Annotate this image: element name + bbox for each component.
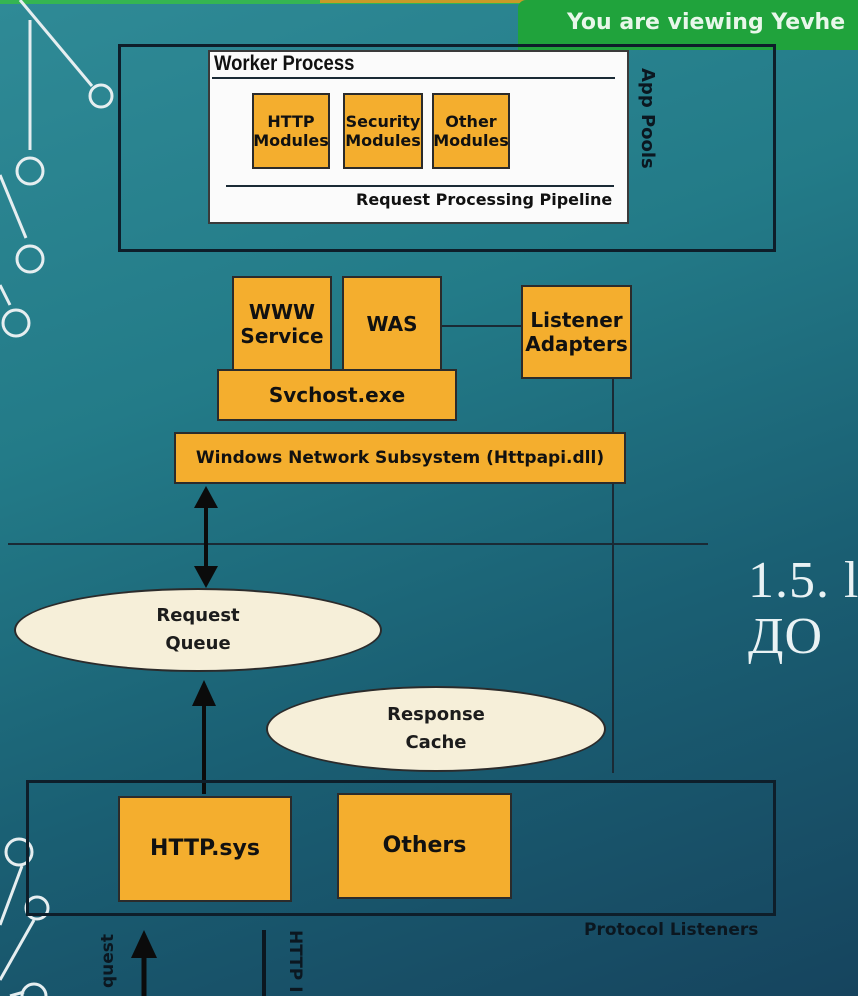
kernel-user-separator	[8, 543, 708, 545]
up-arrow	[192, 680, 216, 794]
adapters-vertical-line	[612, 379, 614, 773]
viewing-banner: You are viewing Yevhe	[518, 0, 858, 50]
worker-process-title: Worker Process	[214, 52, 355, 75]
pipeline-line	[226, 185, 614, 187]
svchost-box: Svchost.exe	[217, 369, 457, 421]
others-box: Others	[337, 793, 512, 899]
slide-title-fragment: 1.5. l ДО	[748, 552, 858, 665]
bottom-request-fragment: quest	[98, 934, 118, 989]
app-pools-frame	[118, 44, 776, 252]
listener-adapters-box: Listener Adapters	[521, 285, 632, 379]
worker-title-underline	[212, 77, 615, 79]
protocol-listeners-frame	[26, 780, 776, 916]
protocol-listeners-label: Protocol Listeners	[584, 920, 759, 940]
bottom-up-arrow	[131, 930, 157, 996]
pipeline-label: Request Processing Pipeline	[356, 190, 613, 209]
request-queue-ellipse: Request Queue	[14, 588, 382, 672]
response-cache-ellipse: Response Cache	[266, 686, 606, 772]
http-modules-box: HTTP Modules	[252, 93, 330, 169]
bottom-http-fragment: HTTP I	[285, 930, 305, 993]
other-modules-box: Other Modules	[432, 93, 510, 169]
network-subsystem-box: Windows Network Subsystem (Httpapi.dll)	[174, 432, 626, 484]
app-pools-label: App Pools	[637, 68, 658, 169]
bottom-line	[262, 930, 266, 996]
www-service-box: WWW Service	[232, 276, 332, 372]
http-sys-box: HTTP.sys	[118, 796, 292, 902]
security-modules-box: Security Modules	[343, 93, 423, 169]
circuit-decoration-top	[0, 0, 114, 338]
was-to-adapters-line	[442, 325, 524, 327]
double-arrow	[194, 486, 218, 588]
was-box: WAS	[342, 276, 442, 372]
